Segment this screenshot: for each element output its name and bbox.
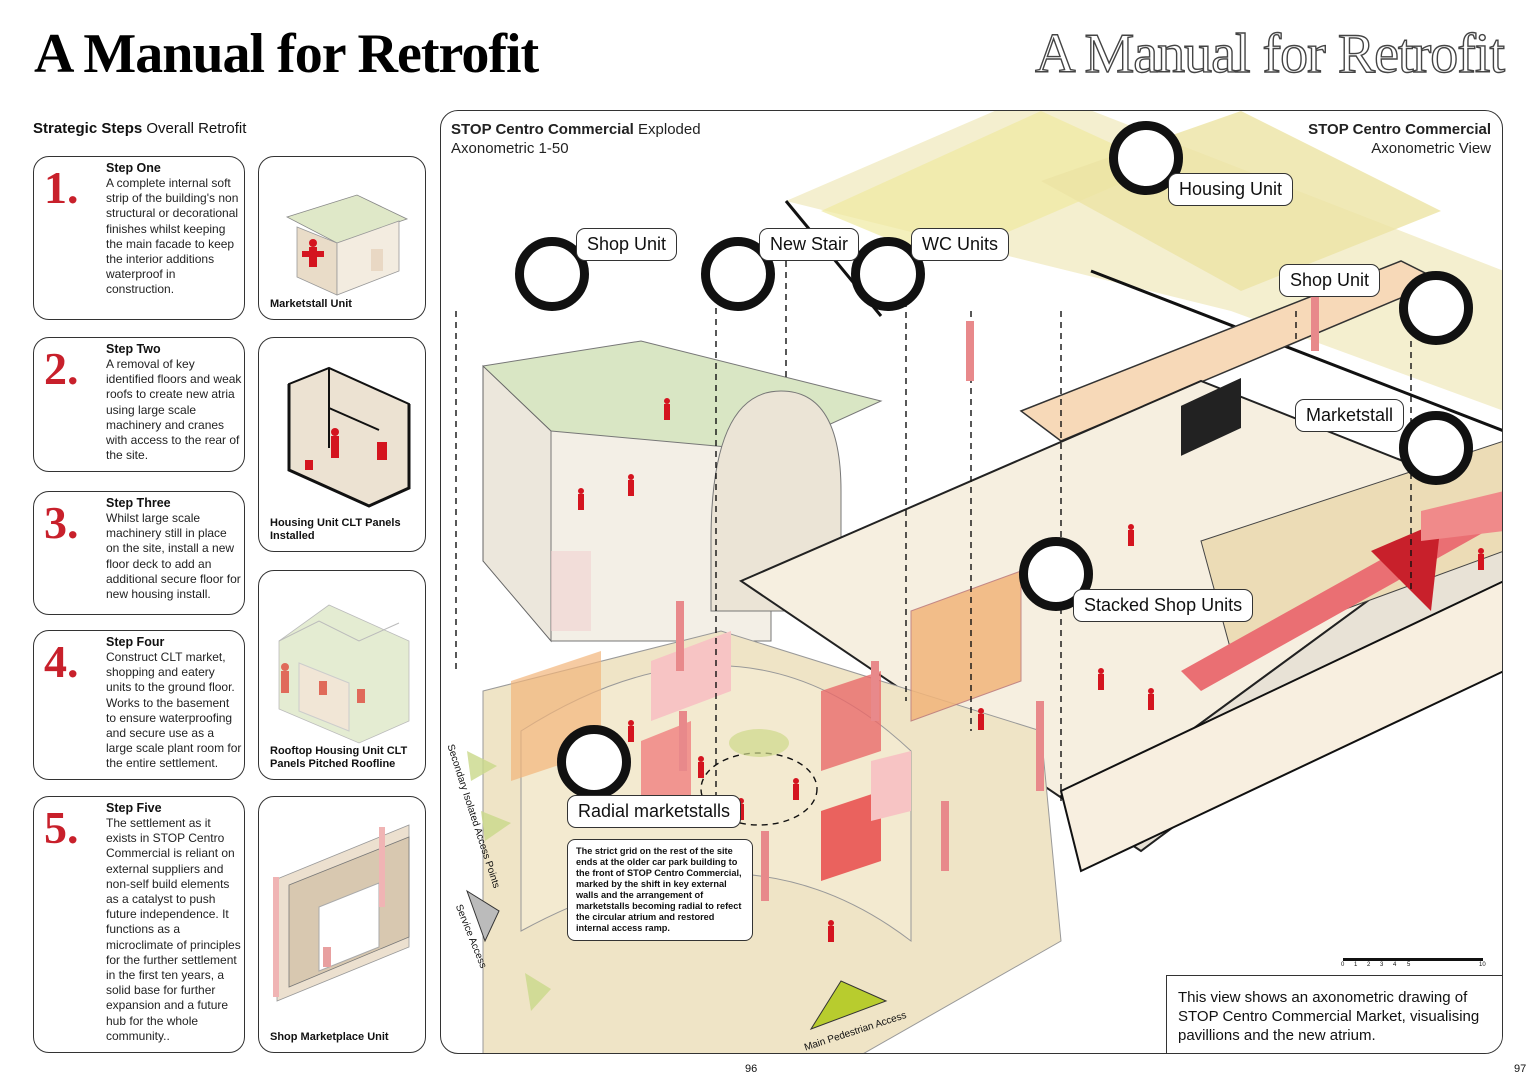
step-number: 5. xyxy=(44,802,79,853)
thumb-shop-marketplace: Shop Marketplace Unit xyxy=(258,796,426,1053)
page-number-right: 97 xyxy=(1514,1063,1527,1075)
scale-tick: 3 xyxy=(1380,962,1384,968)
step-text: Construct CLT market, shopping and eater… xyxy=(106,650,242,771)
page-title: A Manual for Retrofit xyxy=(34,23,539,85)
thumb-caption: Rooftop Housing Unit CLT Panels Pitched … xyxy=(270,745,408,770)
housing-unit-label: Housing Unit xyxy=(1168,173,1294,206)
steps-heading: Strategic Steps Overall Retrofit xyxy=(33,120,246,137)
marketstall-label: Marketstall xyxy=(1295,399,1405,432)
radial-marketstalls-label: Radial marketstalls xyxy=(567,795,742,828)
wc-units-label: WC Units xyxy=(911,228,1009,261)
scale-tick: 0 xyxy=(1341,962,1345,968)
step-title: Step Five xyxy=(106,801,162,815)
rooftop-housing-illustration xyxy=(278,604,410,744)
step-text: A removal of key identified floors and w… xyxy=(106,357,242,463)
step-text: The settlement as it exists in STOP Cent… xyxy=(106,816,241,1043)
drawing-heading-left-line2: Axonometric 1-50 xyxy=(451,140,569,157)
thumb-caption: Marketstall Unit xyxy=(270,298,352,310)
drawing-heading-right-line2: Axonometric View xyxy=(1371,140,1491,157)
shop-unit-right-marker xyxy=(1399,271,1473,345)
step-card-4: 4. Step Four Construct CLT market, shopp… xyxy=(33,630,245,780)
page-title-outline: A Manual for Retrofit xyxy=(1034,22,1505,85)
scale-tick: 5 xyxy=(1407,962,1411,968)
thumb-marketstall-unit: Marketstall Unit xyxy=(258,156,426,320)
steps-heading-bold: Strategic Steps xyxy=(33,120,143,137)
radial-marketstalls-marker xyxy=(557,725,631,799)
summary-text: This view shows an axonometric drawing o… xyxy=(1166,975,1502,1053)
step-title: Step One xyxy=(106,161,161,175)
scale-tick: 10 xyxy=(1479,962,1486,968)
radial-note: The strict grid on the rest of the site … xyxy=(567,839,753,941)
scale-tick: 4 xyxy=(1393,962,1397,968)
step-number: 4. xyxy=(44,636,79,687)
step-card-1: 1. Step One A complete internal soft str… xyxy=(33,156,245,320)
thumb-rooftop-housing: Rooftop Housing Unit CLT Panels Pitched … xyxy=(258,570,426,780)
thumb-caption: Shop Marketplace Unit xyxy=(270,1031,389,1043)
step-text: A complete internal soft strip of the bu… xyxy=(106,176,239,297)
step-title: Step Two xyxy=(106,342,161,356)
drawing-heading-left-bold: STOP Centro Commercial xyxy=(451,121,634,138)
step-number: 3. xyxy=(44,497,79,548)
shop-unit-left-label: Shop Unit xyxy=(576,228,678,261)
thumb-caption: Housing Unit CLT Panels Installed xyxy=(270,517,401,542)
scale-tick: 2 xyxy=(1367,962,1371,968)
thumb-housing-unit: Housing Unit CLT Panels Installed xyxy=(258,337,426,552)
step-card-3: 3. Step Three Whilst large scale machine… xyxy=(33,491,245,615)
scale-tick: 1 xyxy=(1354,962,1358,968)
drawing-heading-left-rest: Exploded xyxy=(633,121,701,138)
drawing-heading-right-bold: STOP Centro Commercial xyxy=(1308,121,1491,138)
marketstall-marker xyxy=(1399,411,1473,485)
shop-unit-right-label: Shop Unit xyxy=(1279,264,1381,297)
new-stair-label: New Stair xyxy=(759,228,860,261)
step-text: Whilst large scale machinery still in pl… xyxy=(106,511,241,602)
step-number: 2. xyxy=(44,343,79,394)
step-card-5: 5. Step Five The settlement as it exists… xyxy=(33,796,245,1053)
marketstall-illustration xyxy=(285,194,409,296)
page-number-left: 96 xyxy=(745,1063,758,1075)
shop-marketplace-illustration xyxy=(273,824,410,1002)
step-title: Step Three xyxy=(106,496,171,510)
stacked-shop-units-label: Stacked Shop Units xyxy=(1073,589,1254,622)
step-number: 1. xyxy=(44,162,79,213)
scale-bar xyxy=(1343,958,1483,961)
housing-unit-illustration xyxy=(287,366,411,508)
step-card-2: 2. Step Two A removal of key identified … xyxy=(33,337,245,472)
step-title: Step Four xyxy=(106,635,165,649)
steps-heading-rest: Overall Retrofit xyxy=(142,120,247,137)
